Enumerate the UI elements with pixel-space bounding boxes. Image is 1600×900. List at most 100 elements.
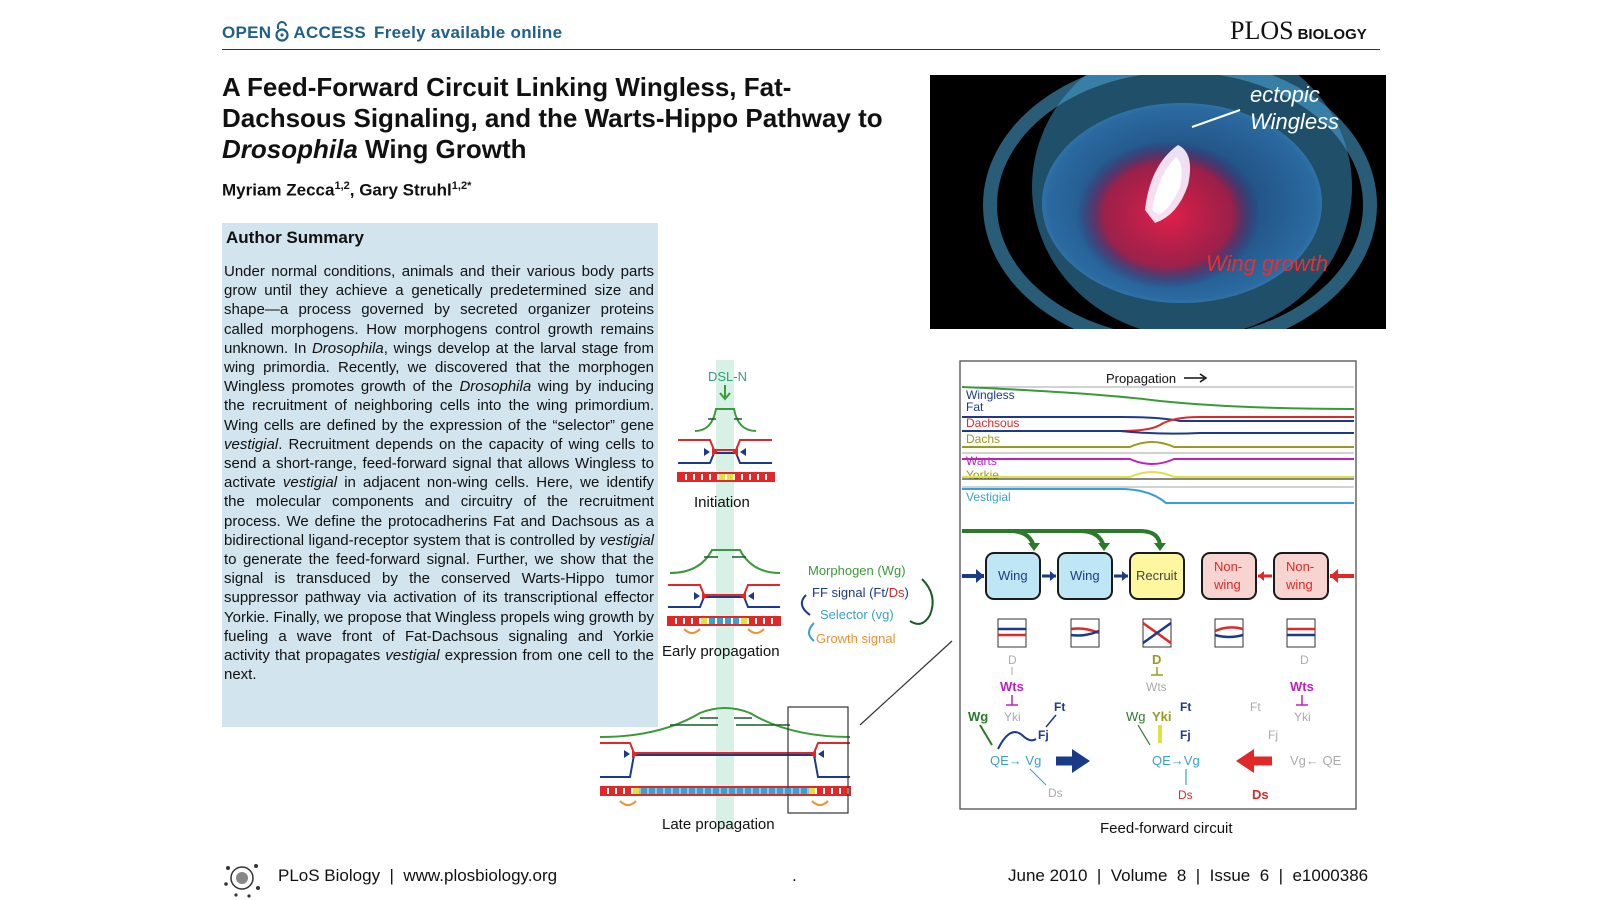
schematic-figure: DSL-N Initiation Early propagation Morph… — [600, 360, 1357, 837]
propagation-arrow-right-icon — [1072, 749, 1090, 773]
author-2-affiliation: 1,2 — [451, 180, 468, 192]
cell-block — [717, 618, 723, 624]
feed-forward-panel: Propagation Wingless Fat Dachsous Dachs … — [959, 360, 1357, 837]
legend-morphogen: Morphogen (Wg) — [808, 563, 906, 578]
access-label: ACCESS — [293, 23, 367, 42]
cell-label-wing-2: Wing — [1070, 568, 1100, 583]
cell-label-wing-3: wing — [1213, 577, 1241, 592]
cell-block — [725, 618, 731, 624]
propagation-label: Propagation — [1106, 371, 1176, 386]
cell-row-initiation — [677, 472, 775, 482]
circuit-nonwing: D Wts Yki Ft Fj Vg← QE Ds — [1236, 653, 1342, 802]
feed-forward-label: Feed-forward circuit — [1100, 820, 1233, 837]
cell-block — [737, 788, 743, 794]
cell-nonwing-2: Non- wing — [1273, 552, 1329, 600]
journal-logo-biology: BIOLOGY — [1297, 26, 1367, 43]
early-propagation-panel: Early propagation — [662, 549, 781, 660]
cell-block — [695, 474, 701, 480]
cell-block-row — [601, 788, 847, 794]
summary-italic: vestigial — [224, 435, 279, 453]
circuit-qe-vg-mid: QE→Vg — [1152, 753, 1200, 768]
summary-italic: vestigial — [385, 647, 440, 665]
title-text-2: Wing Growth — [357, 134, 527, 164]
cell-block — [641, 788, 647, 794]
circuit-d-mid: D — [1152, 652, 1161, 667]
graph-label-yorkie: Yorkie — [966, 468, 999, 482]
circuit-ds-mid: Ds — [1178, 788, 1193, 802]
circuit-ft-right: Ft — [1250, 700, 1261, 714]
legend-growth: Growth signal — [816, 631, 896, 646]
cell-block — [669, 618, 675, 624]
initiation-panel: DSL-N Initiation — [677, 369, 775, 511]
summary-seg: , wings develop at the larval stage from… — [224, 339, 654, 396]
cell-label-wing-4: wing — [1285, 577, 1313, 592]
cell-block — [759, 474, 765, 480]
author-2[interactable]: Gary Struhl — [359, 180, 452, 200]
label-ectopic: ectopic — [1250, 82, 1320, 107]
cell-block — [841, 788, 847, 794]
cell-block — [719, 474, 725, 480]
circuit-recruit: D Wts Wg Yki Ft Fj QE→Vg Ds — [1126, 652, 1200, 802]
graph-label-vestigial: Vestigial — [966, 490, 1011, 504]
author-1[interactable]: Myriam Zecca — [222, 180, 335, 200]
circuit-wts-mid: Wts — [1146, 680, 1167, 694]
summary-seg: . Recruitment depends on the capacity of… — [224, 435, 654, 492]
circuit-ft-left: Ft — [1054, 700, 1065, 714]
cell-block — [753, 788, 759, 794]
cell-block — [809, 788, 815, 794]
cell-block — [751, 474, 757, 480]
dsl-n-label: DSL-N — [708, 369, 747, 384]
cell-block — [649, 788, 655, 794]
footer-journal-url[interactable]: PLoS Biology | www.plosbiology.org — [278, 866, 558, 885]
cell-block — [721, 788, 727, 794]
circuit-wing: D Wts Yki Wg Ft Fj QE→ Vg Ds — [968, 653, 1090, 800]
circuit-wts-right: Wts — [1290, 679, 1314, 694]
cell-block-row — [679, 474, 773, 480]
open-label: OPEN — [222, 23, 272, 42]
cell-block — [617, 788, 623, 794]
cell-block — [657, 788, 663, 794]
cell-block — [761, 788, 767, 794]
late-propagation-panel: Late propagation — [600, 640, 953, 833]
cell-block — [609, 788, 615, 794]
cell-block — [703, 474, 709, 480]
wingless-curve — [961, 386, 1355, 410]
polarity-indicators — [997, 618, 1316, 648]
cell-block — [625, 788, 631, 794]
cell-block — [709, 618, 715, 624]
author-list: Myriam Zecca1,2, Gary Struhl1,2* — [222, 180, 471, 201]
freely-available-label: Freely available online — [374, 23, 563, 42]
cell-block — [727, 474, 733, 480]
graph-label-fat: Fat — [966, 400, 984, 414]
header-divider — [222, 49, 1380, 50]
early-propagation-label: Early propagation — [662, 643, 780, 660]
circuit-fj-left: Fj — [1038, 728, 1049, 742]
author-1-affiliation: 1,2 — [334, 180, 350, 192]
graph-label-wingless: Wingless — [966, 388, 1015, 402]
circuit-wg-mid: Wg — [1126, 709, 1146, 724]
late-propagation-label: Late propagation — [662, 816, 775, 833]
cell-block — [705, 788, 711, 794]
summary-seg: expression from one cell to the next. — [224, 647, 654, 684]
summary-seg: wing by inducing the recruitment of neig… — [224, 378, 654, 434]
circuit-yki-mid: Yki — [1152, 709, 1172, 724]
cell-block — [749, 618, 755, 624]
corresponding-mark: * — [467, 180, 472, 192]
cell-block — [711, 474, 717, 480]
cell-block — [777, 788, 783, 794]
circuit-yki-left: Yki — [1004, 710, 1021, 724]
circuit-ds-right: Ds — [1252, 787, 1269, 802]
label-wingless: Wingless — [1250, 109, 1339, 134]
cell-block — [765, 618, 771, 624]
cell-block — [735, 474, 741, 480]
cell-wing-1: Wing — [985, 552, 1041, 600]
cell-block — [729, 788, 735, 794]
cell-block — [785, 788, 791, 794]
article-title: A Feed-Forward Circuit Linking Wingless,… — [222, 72, 912, 165]
cell-block — [713, 788, 719, 794]
legend-ff-signal: FF signal (Ft/Ds) — [812, 585, 909, 600]
cell-block — [745, 788, 751, 794]
cell-block-row — [669, 618, 779, 624]
summary-seg: to generate the feed-forward signal. Fur… — [224, 551, 654, 665]
cell-block — [687, 474, 693, 480]
